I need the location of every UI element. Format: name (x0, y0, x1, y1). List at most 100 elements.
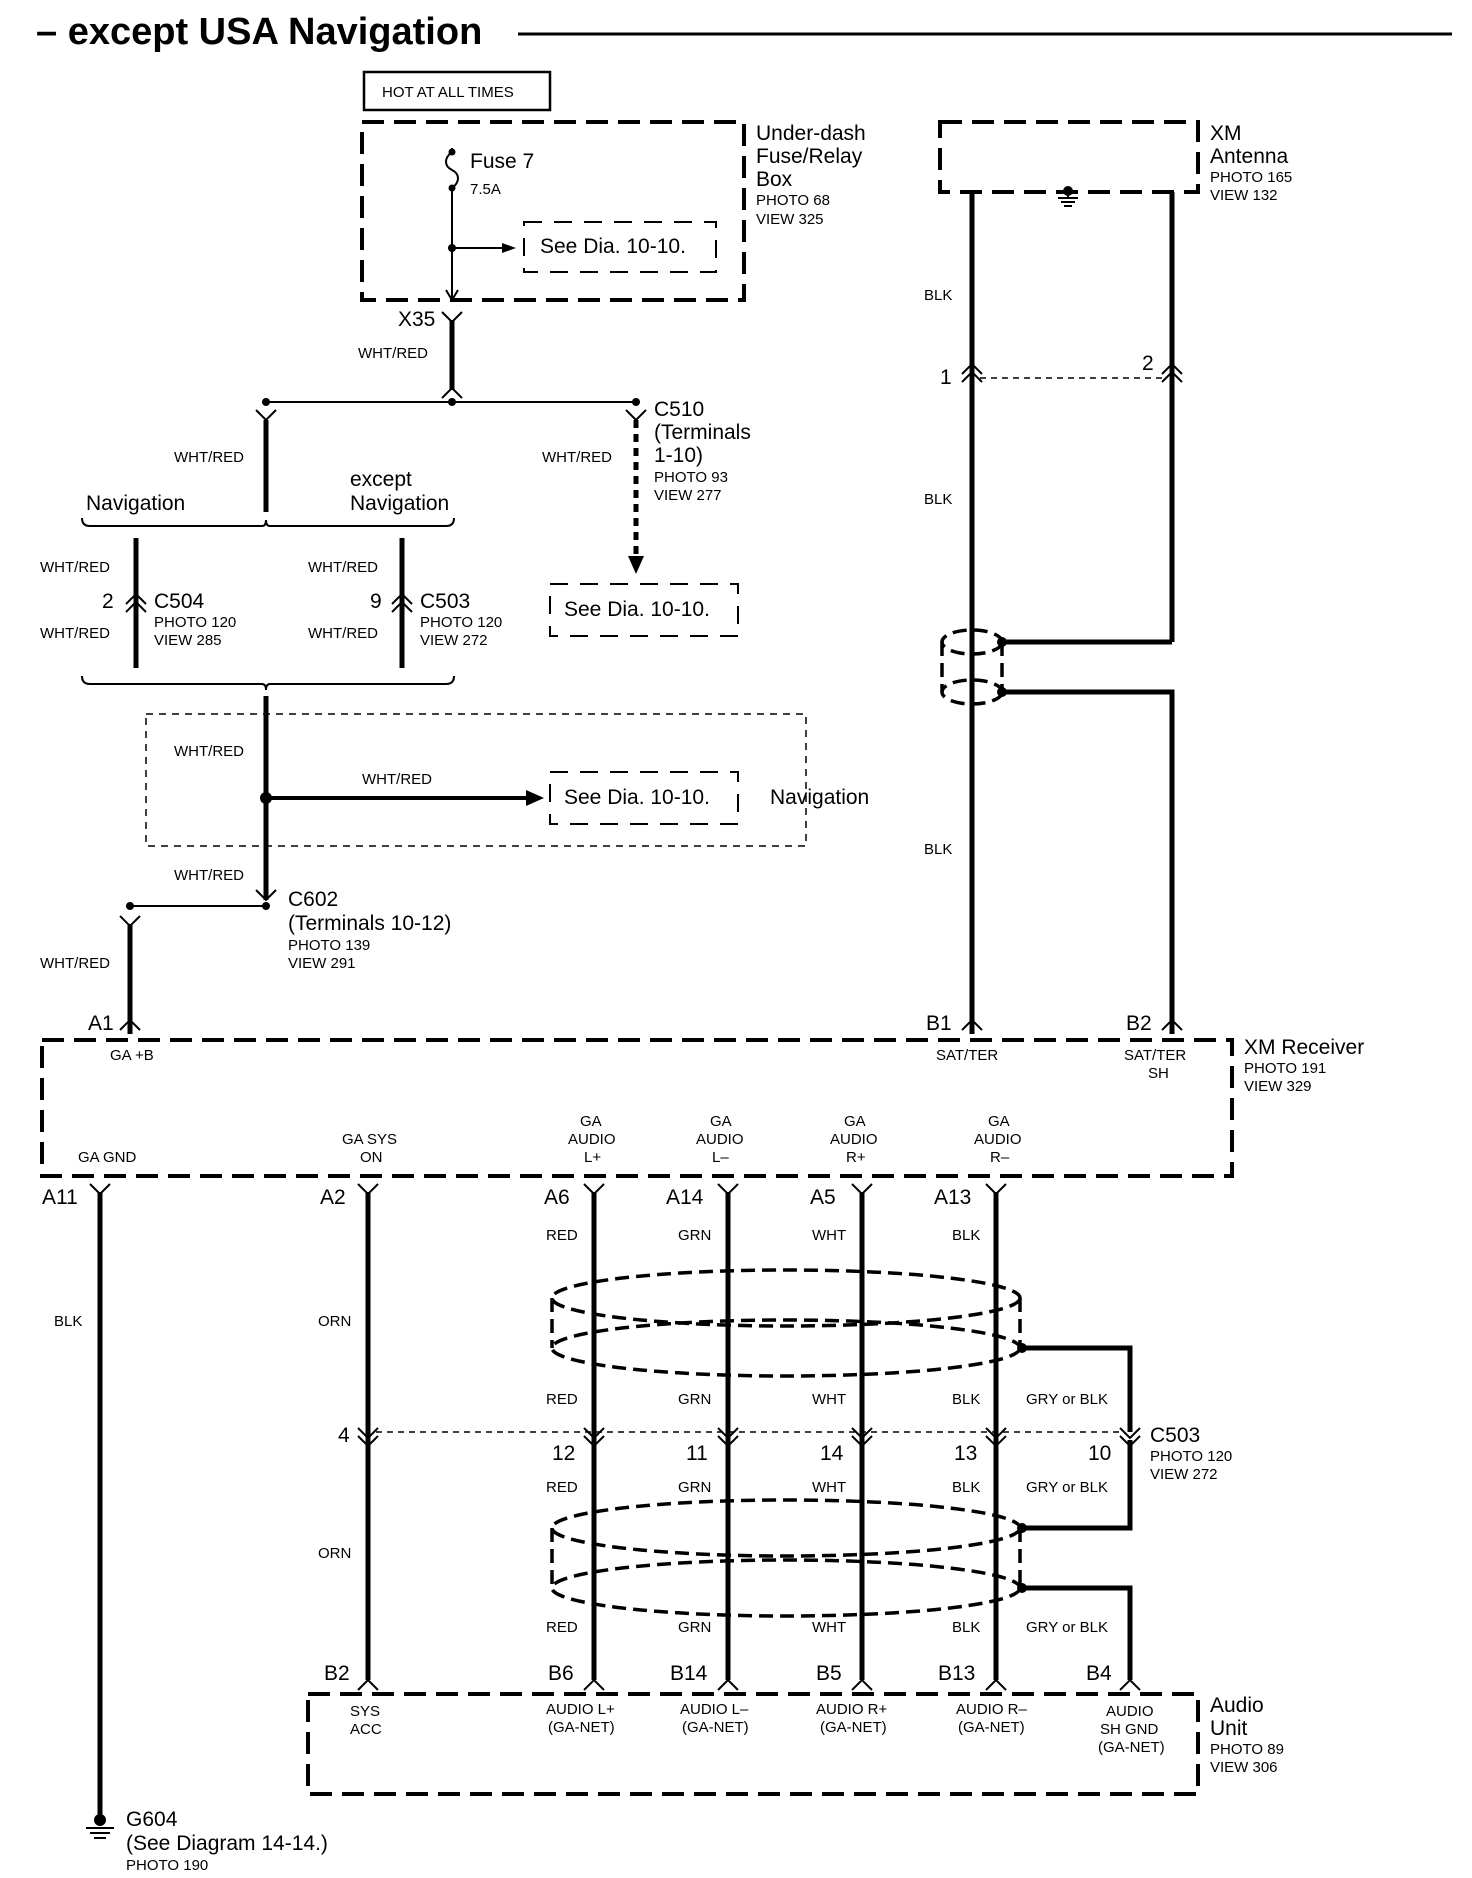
au-label-ga-net: (GA-NET) (682, 1719, 749, 1736)
label-r-minus: R– (990, 1149, 1010, 1166)
antenna-connector-2-icon (1161, 362, 1183, 375)
fuse-box-name-2: Fuse/Relay (756, 145, 863, 168)
fuse-box-view: VIEW 325 (756, 211, 824, 228)
c503-pin-12: 12 (552, 1442, 575, 1465)
label-sat-ter-sh-1: SAT/TER (1124, 1047, 1186, 1064)
fuse-7-label: Fuse 7 (470, 150, 534, 173)
xm-antenna-name-1: XM (1210, 122, 1242, 145)
wire-color-label: BLK (952, 1227, 980, 1244)
c602-view: VIEW 291 (288, 955, 356, 972)
label-ga: GA (844, 1113, 866, 1130)
wire-color-label: RED (546, 1479, 578, 1496)
audio-pin-b6: B6 (548, 1662, 574, 1685)
antenna-connector-1-icon (961, 362, 983, 375)
au-label-l-minus: AUDIO L– (680, 1701, 749, 1718)
xm-antenna-box (938, 120, 1200, 194)
ground-photo: PHOTO 190 (126, 1857, 208, 1874)
label-audio: AUDIO (974, 1131, 1022, 1148)
wire-color-label: GRN (678, 1479, 711, 1496)
wire-color-label: GRY or BLK (1026, 1391, 1108, 1408)
nav-see-dia-box (549, 771, 739, 825)
c504-view: VIEW 285 (154, 632, 222, 649)
fuse-symbol (445, 148, 459, 192)
wire-color-label: BLK (54, 1313, 82, 1330)
variant-except-label-2: Navigation (350, 492, 449, 515)
pin-a11: A11 (42, 1186, 78, 1209)
wire-color-label: RED (546, 1391, 578, 1408)
c503-top-view: VIEW 272 (420, 632, 488, 649)
c510-name: C510 (654, 398, 704, 421)
au-label-ga-net: (GA-NET) (1098, 1739, 1165, 1756)
c504-name: C504 (154, 590, 205, 613)
c503-bottom-connector-icons (357, 1427, 1141, 1448)
label-r-plus: R+ (846, 1149, 866, 1166)
au-label-l-plus: AUDIO L+ (546, 1701, 615, 1718)
fuse-relay-box (360, 120, 746, 302)
variant-except-label-1: except (350, 468, 412, 491)
connector-icon (119, 1018, 141, 1031)
pin-a13: A13 (934, 1186, 971, 1209)
au-label-sys: SYS (350, 1703, 380, 1720)
pin-a1: A1 (88, 1012, 114, 1035)
xm-receiver-name: XM Receiver (1244, 1036, 1364, 1059)
c503-top-connector-icon (391, 592, 413, 605)
audio-pin-b2: B2 (324, 1662, 350, 1685)
ground-see: (See Diagram 14-14.) (126, 1832, 328, 1855)
c503-top-photo: PHOTO 120 (420, 614, 502, 631)
label-audio: AUDIO (696, 1131, 744, 1148)
c503-bottom-view: VIEW 272 (1150, 1466, 1218, 1483)
connector-icon (441, 386, 463, 399)
wire-color-label: WHT (812, 1391, 846, 1408)
variant-navigation-label: Navigation (86, 492, 185, 515)
c503-pin-14: 14 (820, 1442, 844, 1465)
fuse-output-arrow-icon (445, 289, 459, 302)
connector-icon (961, 1018, 983, 1031)
audio-unit-box (306, 1692, 1200, 1796)
x35-pin-label: X35 (398, 308, 435, 331)
audio-pin-b5: B5 (816, 1662, 842, 1685)
pin-b2: B2 (1126, 1012, 1152, 1035)
ground-icon (86, 1814, 114, 1839)
wire-color-label: WHT (812, 1227, 846, 1244)
pin-a5: A5 (810, 1186, 836, 1209)
arrow-down-icon (628, 556, 644, 574)
label-ga: GA (988, 1113, 1010, 1130)
c504-connector-icon (125, 592, 147, 605)
antenna-pin-1: 1 (940, 366, 952, 389)
variant-bracket-top (81, 517, 455, 527)
xm-receiver-view: VIEW 329 (1244, 1078, 1312, 1095)
fuse-box-name-3: Box (756, 168, 793, 191)
wire-color-label: GRY or BLK (1026, 1479, 1108, 1496)
fuse-rating-label: 7.5A (470, 181, 501, 198)
audio-shield-2-icon (550, 1498, 1027, 1618)
label-sat-ter-sh-2: SH (1148, 1065, 1169, 1082)
label-audio: AUDIO (830, 1131, 878, 1148)
audio-pin-b13: B13 (938, 1662, 975, 1685)
wire-color-label: WHT/RED (174, 449, 244, 466)
xm-receiver-photo: PHOTO 191 (1244, 1060, 1326, 1077)
label-l-minus: L– (712, 1149, 729, 1166)
label-ga: GA (710, 1113, 732, 1130)
c602-name: C602 (288, 888, 338, 911)
c602-connector-icon (255, 889, 277, 902)
label-ga-sys-1: GA SYS (342, 1131, 397, 1148)
au-label-sh-gnd: SH GND (1100, 1721, 1159, 1738)
wire-color-label: BLK (924, 841, 952, 858)
diagram-title: – except USA Navigation (36, 11, 482, 53)
audio-unit-name-2: Unit (1210, 1717, 1248, 1740)
fuse-see-dia-label: See Dia. 10-10. (540, 235, 686, 258)
fuse-box-photo: PHOTO 68 (756, 192, 830, 209)
connector-icon (1161, 1018, 1183, 1031)
c510-photo: PHOTO 93 (654, 469, 728, 486)
au-label-acc: ACC (350, 1721, 382, 1738)
wire-color-label: BLK (924, 287, 952, 304)
label-audio: AUDIO (568, 1131, 616, 1148)
audio-shield-1-icon (550, 1268, 1027, 1378)
c503-top-pin: 9 (370, 590, 382, 613)
audio-unit-photo: PHOTO 89 (1210, 1741, 1284, 1758)
c503-pin-10: 10 (1088, 1442, 1111, 1465)
antenna-ground-icon (1058, 186, 1078, 207)
au-label-audio: AUDIO (1106, 1703, 1154, 1720)
wire-color-label: BLK (952, 1479, 980, 1496)
audio-pin-b14: B14 (670, 1662, 708, 1685)
